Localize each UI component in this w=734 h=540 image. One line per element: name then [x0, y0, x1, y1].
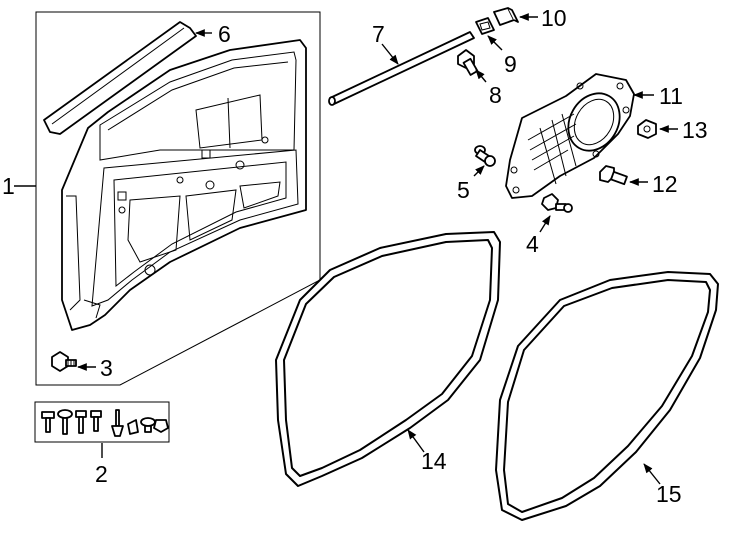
nut-13-group — [637, 119, 678, 139]
callout-9: 9 — [504, 51, 517, 77]
callout-4: 4 — [526, 231, 539, 257]
callout-6: 6 — [218, 21, 231, 47]
door-weatherstrip — [275, 231, 501, 487]
screw-8-group — [457, 49, 487, 83]
callout-7: 7 — [372, 21, 385, 47]
bolt-3-group — [51, 351, 96, 372]
callout-13: 13 — [682, 117, 708, 143]
callout-15: 15 — [656, 481, 682, 507]
module-bracket-group — [505, 73, 654, 199]
callout-3: 3 — [100, 355, 113, 381]
door-shell — [61, 39, 307, 331]
door-shell-group — [14, 11, 321, 386]
callout-11: 11 — [659, 83, 683, 109]
belt-moulding-group — [43, 21, 212, 135]
hardware-kit-box — [34, 401, 170, 443]
stud-4-group — [539, 193, 573, 233]
hardware-kit-group — [34, 401, 170, 458]
door-weatherstrip-group — [275, 231, 501, 487]
door-frame-box — [35, 11, 321, 386]
callout-1: 1 — [2, 173, 15, 199]
bumper-10-group — [493, 7, 538, 26]
clip-9-group — [475, 17, 503, 51]
callout-8: 8 — [489, 82, 502, 108]
callout-12: 12 — [652, 171, 678, 197]
pin-bolt-5-group — [473, 145, 496, 177]
bolt-12-group — [599, 165, 648, 186]
body-weatherstrip-group — [495, 271, 719, 521]
callout-2: 2 — [95, 461, 108, 487]
rod-7-group — [328, 31, 475, 106]
callout-5: 5 — [457, 177, 470, 203]
callout-14: 14 — [421, 448, 447, 474]
body-weatherstrip — [495, 271, 719, 521]
rod-7 — [329, 31, 475, 105]
callout-10: 10 — [541, 5, 567, 31]
